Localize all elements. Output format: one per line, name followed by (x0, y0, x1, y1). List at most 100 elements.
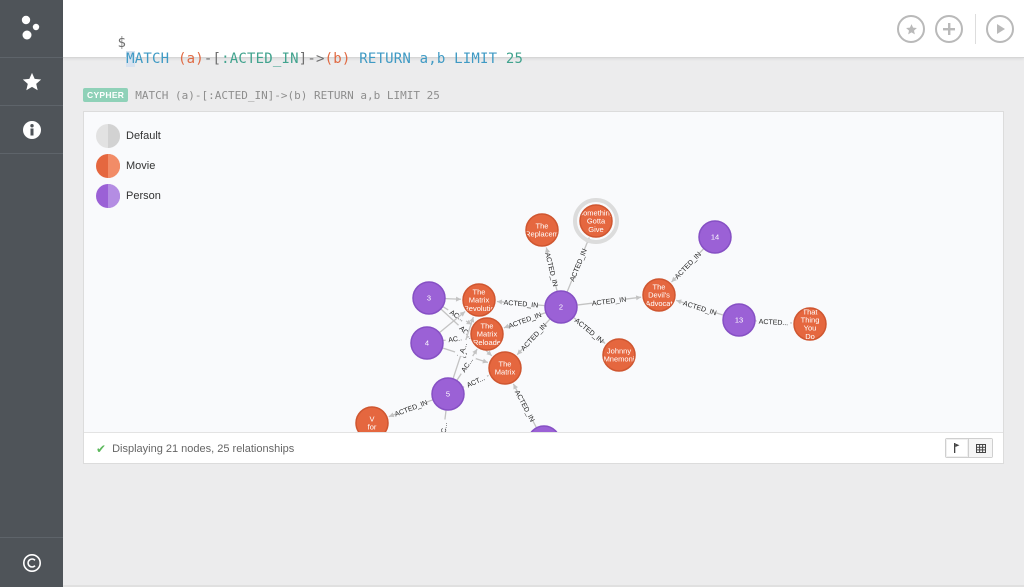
legend-label: Person (126, 190, 161, 202)
relationship-edge[interactable]: AC... (438, 409, 449, 432)
graph-canvas[interactable]: ACTED_IN ACTED_IN ACTED_IN ACTED_IN ACTED_IN… (84, 112, 1003, 432)
play-icon (996, 24, 1005, 34)
relationship-edge[interactable]: ACTED... (754, 317, 793, 328)
person-node[interactable]: 13 (722, 303, 756, 337)
node-caption: 4 (425, 339, 429, 348)
neo4j-logo-button[interactable] (0, 0, 63, 58)
relationship-edge[interactable]: ACTED_IN (671, 248, 705, 283)
relationship-edge[interactable]: ACTED_IN (543, 247, 560, 292)
info-button[interactable] (0, 106, 63, 154)
editor-actions (887, 14, 1014, 44)
query-text[interactable]: MATCH (a)-[:ACTED_IN]->(b) RETURN a,b LI… (118, 51, 524, 67)
query-input[interactable]: $ MATCH (a)-[:ACTED_IN]->(b) RETURN a,b … (83, 19, 523, 83)
graph-view-icon (954, 443, 960, 453)
relationship-edge[interactable]: A... (452, 316, 475, 380)
relationship-edge[interactable] (438, 310, 466, 334)
graph-view[interactable]: ACTED_IN ACTED_IN ACTED_IN ACTED_IN ACTED_IN… (84, 112, 1003, 432)
person-node[interactable] (528, 425, 560, 432)
prompt-symbol: $ (117, 35, 127, 51)
info-icon (22, 120, 41, 139)
legend-item-default[interactable]: Default (96, 124, 161, 148)
person-node[interactable]: 4 (410, 326, 444, 360)
relationship-edge[interactable]: ACTED_IN (388, 398, 434, 419)
query-token: LIMIT (445, 51, 498, 67)
relationship-edge[interactable]: ACTED_IN (572, 316, 606, 345)
person-node[interactable]: 2 (544, 290, 578, 324)
status-bar: ✔ Displaying 21 nodes, 25 relationships (84, 432, 1003, 463)
relationship-label: AC... (448, 335, 464, 344)
result-frame: ACTED_IN ACTED_IN ACTED_IN ACTED_IN ACTED_IN… (83, 111, 1004, 464)
relationship-edge[interactable]: ACTED_IN (512, 383, 538, 429)
person-node[interactable]: 14 (698, 220, 732, 254)
relationship-label: A... (459, 342, 469, 354)
node-caption: Something (578, 208, 614, 217)
node-caption: Mnemoni (604, 355, 635, 364)
node-caption: V (369, 415, 374, 424)
query-token (169, 51, 178, 67)
graph-view-button[interactable] (946, 439, 969, 457)
copyright-button[interactable] (0, 537, 63, 587)
legend-swatch (96, 124, 120, 148)
table-view-icon (975, 443, 986, 453)
node-caption: Reloade (473, 338, 501, 347)
relationship-edge[interactable]: ACTED_IN (576, 295, 642, 308)
person-node[interactable]: 5 (431, 377, 465, 411)
check-icon: ✔ (96, 442, 107, 456)
favorites-button[interactable] (0, 58, 63, 106)
relationship-edge[interactable]: ACTED_IN (675, 298, 724, 317)
legend-item-movie[interactable]: Movie (96, 154, 161, 178)
view-toggle (945, 438, 993, 458)
relationship-label: ACTED_IN (682, 300, 717, 317)
relationship-label: ACTED_IN (503, 300, 538, 310)
query-token: M (126, 51, 135, 67)
query-token: -[ (203, 51, 222, 67)
relationship-edge[interactable]: ACT... (462, 372, 489, 391)
relationship-label: AC... (448, 309, 465, 323)
node-caption: 5 (446, 390, 450, 399)
relationship-label: ACTED_IN (394, 400, 429, 419)
graph-nodes: 23451314TheReplacemSomethingGottaGiveThe… (355, 198, 827, 432)
node-caption: Replacem (525, 230, 559, 239)
relationship-edge[interactable]: ACTED_IN (566, 237, 590, 293)
query-token: RETURN (350, 51, 411, 67)
frame-query-text[interactable]: MATCH (a)-[:ACTED_IN]->(b) RETURN a,b LI… (135, 88, 440, 102)
legend-item-person[interactable]: Person (96, 184, 161, 208)
legend-label: Default (126, 130, 161, 142)
relationship-label: ACTED_IN (520, 322, 549, 352)
plus-icon (943, 23, 955, 35)
query-token: 25 (497, 51, 524, 67)
relationship-edge[interactable] (444, 296, 462, 302)
new-query-button[interactable] (935, 15, 963, 43)
node-caption: The (653, 282, 666, 291)
node-caption: Johnny (607, 347, 631, 356)
query-token: :ACTED_IN (221, 51, 299, 67)
node-caption: Devil's (648, 291, 670, 300)
relationship-label: ACTED... (758, 319, 788, 328)
person-node[interactable]: 3 (412, 281, 446, 315)
relationship-edge[interactable]: ACTED_IN (496, 298, 546, 310)
node-caption: 13 (735, 316, 743, 325)
table-view-button[interactable] (969, 439, 992, 457)
legend-label: Movie (126, 160, 156, 172)
node-caption: 3 (427, 294, 431, 303)
run-query-button[interactable] (986, 15, 1014, 43)
status-message: ✔ Displaying 21 nodes, 25 relationships (96, 442, 294, 456)
favorite-query-button[interactable] (897, 15, 925, 43)
node-caption: Give (588, 225, 603, 234)
graph-edges: ACTED_IN ACTED_IN ACTED_IN ACTED_IN ACTED_IN… (388, 237, 793, 432)
node-caption: The (536, 222, 549, 231)
query-editor: $ MATCH (a)-[:ACTED_IN]->(b) RETURN a,b … (63, 0, 1024, 67)
status-text: Displaying 21 nodes, 25 relationships (112, 443, 295, 455)
cypher-badge: CYPHER (83, 88, 129, 102)
relationship-label: ACTED_IN (573, 317, 604, 344)
